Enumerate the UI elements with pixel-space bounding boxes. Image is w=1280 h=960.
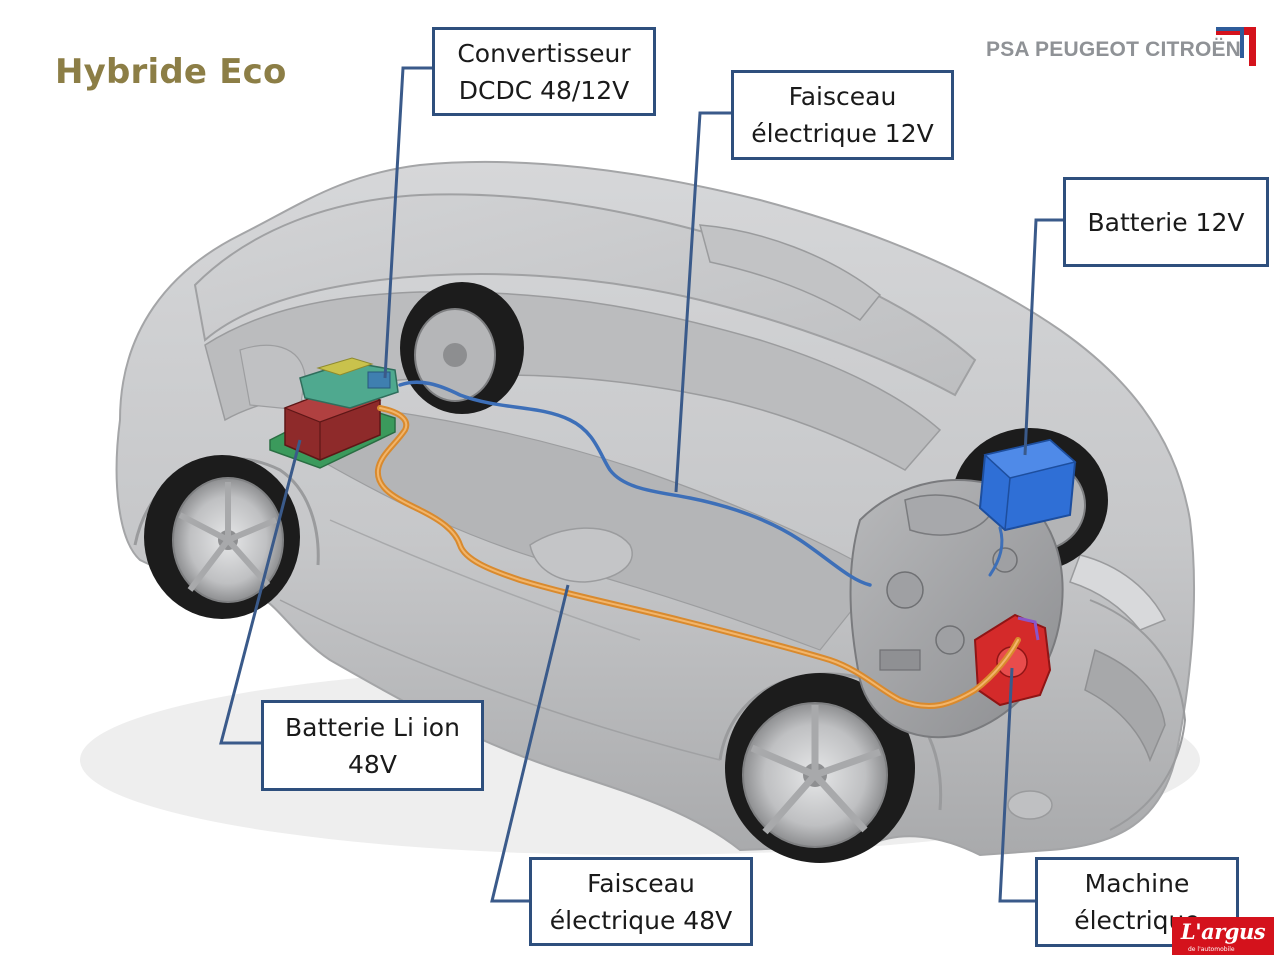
callout-harness-12v: Faisceau électrique 12V [731, 70, 954, 160]
leader-lines [219, 66, 1063, 903]
side-crease [279, 599, 721, 761]
callout-dcdc-line2: DCDC 48/12V [458, 75, 630, 105]
door-line [329, 519, 641, 641]
callout-battery-48v-line2: 48V [348, 749, 397, 779]
callout-harness-48v-line2: électrique 48V [549, 905, 733, 935]
fog-light [1007, 790, 1053, 820]
windshield-frame [698, 224, 882, 321]
largus-watermark-logo: L'argus [1172, 917, 1274, 955]
grille [1084, 648, 1166, 763]
callout-battery-48v: Batterie Li ion 48V [261, 700, 484, 791]
callout-battery-12v: Batterie 12V [1063, 177, 1269, 267]
leader-battery-12v [1023, 218, 1063, 456]
callout-battery-48v-line1: Batterie Li ion [285, 712, 460, 742]
callout-harness-12v-line1: Faisceau [788, 82, 897, 111]
largus-watermark-subtitle: de l'automobile [1188, 946, 1235, 953]
front-bumper [1089, 599, 1187, 831]
car-roof [193, 193, 977, 397]
headlight [1069, 554, 1167, 631]
leader-battery-48v [219, 439, 302, 745]
callout-harness-12v-line2: électrique 12V [751, 119, 934, 148]
callout-battery-12v-line1: Batterie 12V [1087, 207, 1245, 237]
wheel-rear-left [144, 455, 300, 619]
psa-flag-logo [1216, 27, 1256, 66]
callout-dcdc-line1: Convertisseur [457, 38, 631, 68]
leader-harness-48v [490, 584, 570, 903]
front-seat [529, 527, 633, 583]
rear-seat [239, 344, 306, 411]
wheel-front-left [725, 673, 915, 863]
callout-dcdc-converter: Convertisseur DCDC 48/12V [432, 27, 656, 116]
page-title: Hybride Eco [55, 52, 287, 92]
leader-harness-12v [674, 111, 731, 493]
harness-48v-cable-highlight [376, 407, 1019, 707]
electric-machine-block [973, 613, 1052, 707]
harness-12v-battery-link [988, 526, 1004, 577]
battery-12v-block [978, 438, 1077, 532]
wheel-rear-right [400, 282, 524, 414]
callout-electric-machine-line1: Machine [1084, 869, 1190, 898]
leader-dcdc [383, 66, 432, 379]
leader-electric-machine [998, 667, 1035, 903]
harness-12v-cable [398, 380, 872, 587]
callout-harness-48v: Faisceau électrique 48V [529, 857, 753, 946]
brand-logo-text: PSA PEUGEOT CITROËN [986, 38, 1242, 61]
callout-harness-48v-line1: Faisceau [587, 868, 695, 898]
